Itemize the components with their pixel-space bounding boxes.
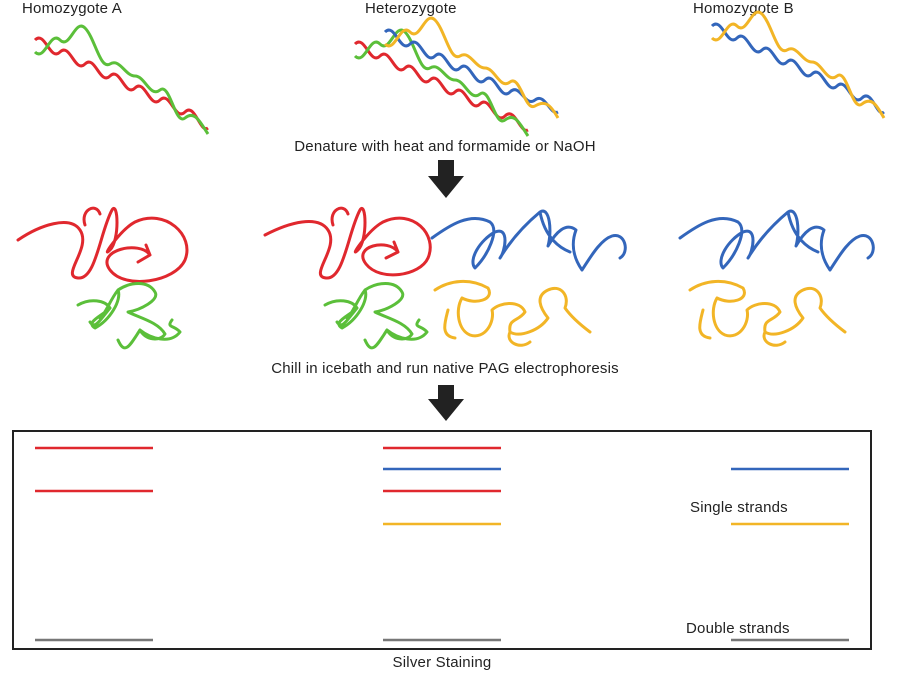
helix-a-strand-red: [33, 36, 209, 131]
helix-homozygote-a: [33, 24, 210, 135]
helix-heterozygote: [353, 16, 560, 137]
homozygote-a-label: Homozygote A: [22, 0, 122, 17]
gel-frame: [12, 430, 872, 650]
helix-het-green: [353, 28, 530, 137]
ssc-het-yellow: [433, 280, 592, 347]
single-strands-label: Single strands: [690, 499, 788, 516]
double-strands-label: Double strands: [686, 620, 790, 637]
ssc-b-blue: [678, 209, 875, 272]
helix-a-strand-green: [33, 24, 210, 135]
ssc-a-green: [76, 282, 182, 350]
silver-staining-label: Silver Staining: [392, 654, 492, 671]
denature-step-label: Denature with heat and formamide or NaOH: [294, 138, 596, 155]
homozygote-b-label: Homozygote B: [693, 0, 794, 17]
down-arrow-1-icon: [428, 160, 464, 198]
helix-het-red: [353, 40, 529, 132]
helix-homozygote-b: [710, 10, 886, 119]
chill-step-label: Chill in icebath and run native PAG elec…: [271, 360, 619, 377]
down-arrow-2-icon: [428, 385, 464, 421]
ssc-het-blue: [430, 209, 627, 272]
gel-bands: [35, 446, 849, 642]
ssc-het-green: [323, 282, 429, 350]
helix-b-strand-blue: [710, 22, 885, 115]
ssc-het-red: [263, 206, 432, 280]
ssc-b-yellow: [688, 280, 847, 347]
heterozygote-label: Heterozygote: [365, 0, 457, 17]
helix-het-yellow: [383, 16, 560, 119]
ssc-a-red: [16, 206, 189, 283]
helix-b-strand-yellow: [710, 10, 886, 119]
helix-het-blue: [383, 28, 559, 114]
